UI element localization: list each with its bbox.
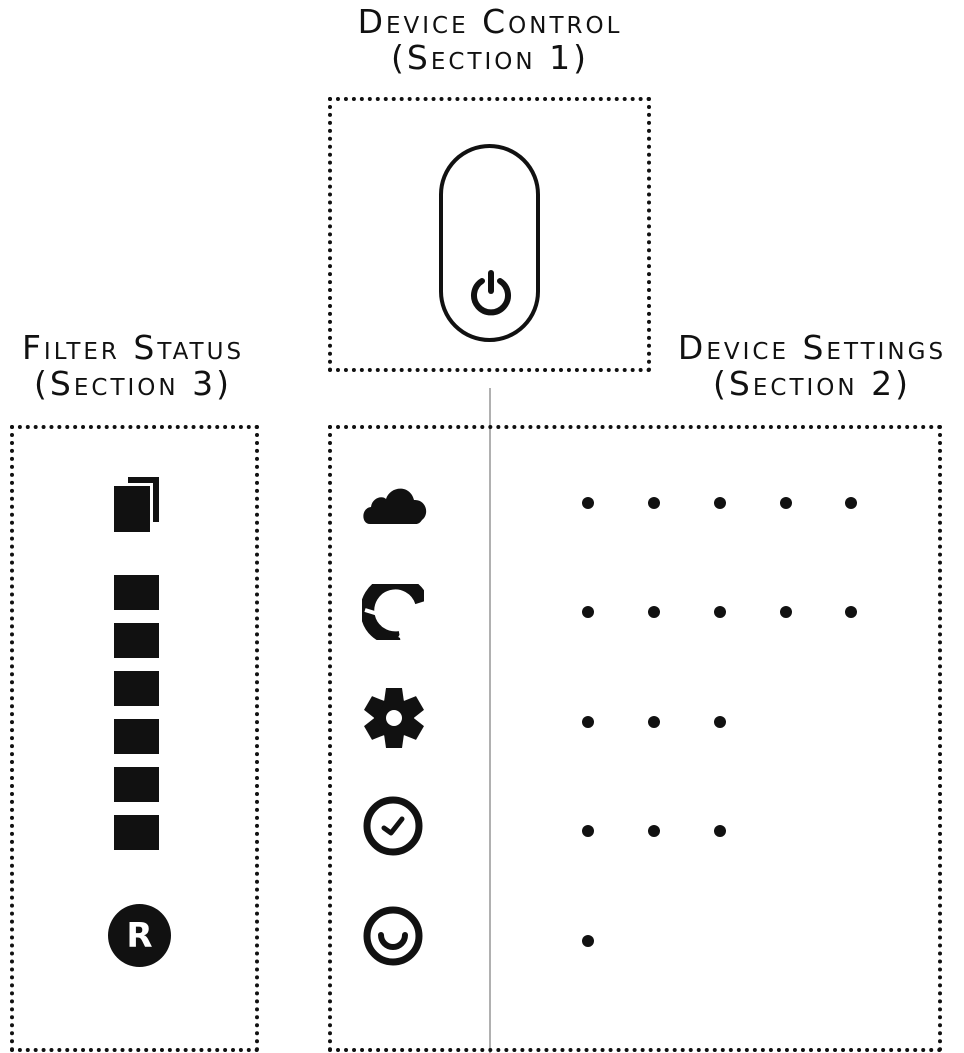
- fan-speed-level-dot[interactable]: [780, 606, 792, 618]
- comfort-level-dot[interactable]: [582, 935, 594, 947]
- cloud-icon[interactable]: [362, 480, 428, 526]
- filter-level-bar: [114, 671, 159, 706]
- filter-level-bar: [114, 767, 159, 802]
- filter-reset-button[interactable]: R: [108, 904, 171, 967]
- timer-level-dot[interactable]: [648, 825, 660, 837]
- section3-box: [10, 425, 259, 1052]
- section3-heading: Filter Status (Section 3): [0, 330, 266, 402]
- settings-level-dot[interactable]: [582, 716, 594, 728]
- fan-speed-level-dot[interactable]: [714, 606, 726, 618]
- section2-box: [328, 425, 942, 1052]
- filter-level-bar: [114, 815, 159, 850]
- section1-heading-line2: (Section 1): [391, 38, 589, 77]
- section3-heading-line1: Filter Status: [21, 328, 245, 367]
- fan-speed-level-dot[interactable]: [648, 606, 660, 618]
- power-icon: [471, 270, 511, 316]
- filter-level-bar: [114, 575, 159, 610]
- section2-heading-line1: Device Settings: [677, 328, 947, 367]
- timer-level-dot[interactable]: [582, 825, 594, 837]
- power-button[interactable]: [439, 144, 540, 342]
- timer-icon[interactable]: [362, 795, 424, 857]
- cloud-level-dot[interactable]: [582, 497, 594, 509]
- section1-heading: Device Control (Section 1): [300, 4, 680, 76]
- timer-level-dot[interactable]: [714, 825, 726, 837]
- section3-heading-line2: (Section 3): [34, 364, 232, 403]
- filter-icon: [114, 477, 159, 532]
- fan-speed-level-dot[interactable]: [582, 606, 594, 618]
- smile-icon[interactable]: [362, 905, 424, 967]
- settings-level-dot[interactable]: [714, 716, 726, 728]
- fan-speed-level-dot[interactable]: [845, 606, 857, 618]
- cloud-level-dot[interactable]: [845, 497, 857, 509]
- cloud-level-dot[interactable]: [780, 497, 792, 509]
- settings-level-dot[interactable]: [648, 716, 660, 728]
- divider-line: [489, 388, 491, 1053]
- gear-icon[interactable]: [363, 687, 425, 749]
- filter-level-bar: [114, 719, 159, 754]
- section1-heading-line1: Device Control: [357, 2, 623, 41]
- section1-box: [328, 97, 651, 372]
- fan-speed-icon[interactable]: [362, 584, 424, 640]
- cloud-level-dot[interactable]: [714, 497, 726, 509]
- section2-heading-line2: (Section 2): [713, 364, 911, 403]
- section2-heading: Device Settings (Section 2): [660, 330, 964, 402]
- cloud-level-dot[interactable]: [648, 497, 660, 509]
- filter-level-bar: [114, 623, 159, 658]
